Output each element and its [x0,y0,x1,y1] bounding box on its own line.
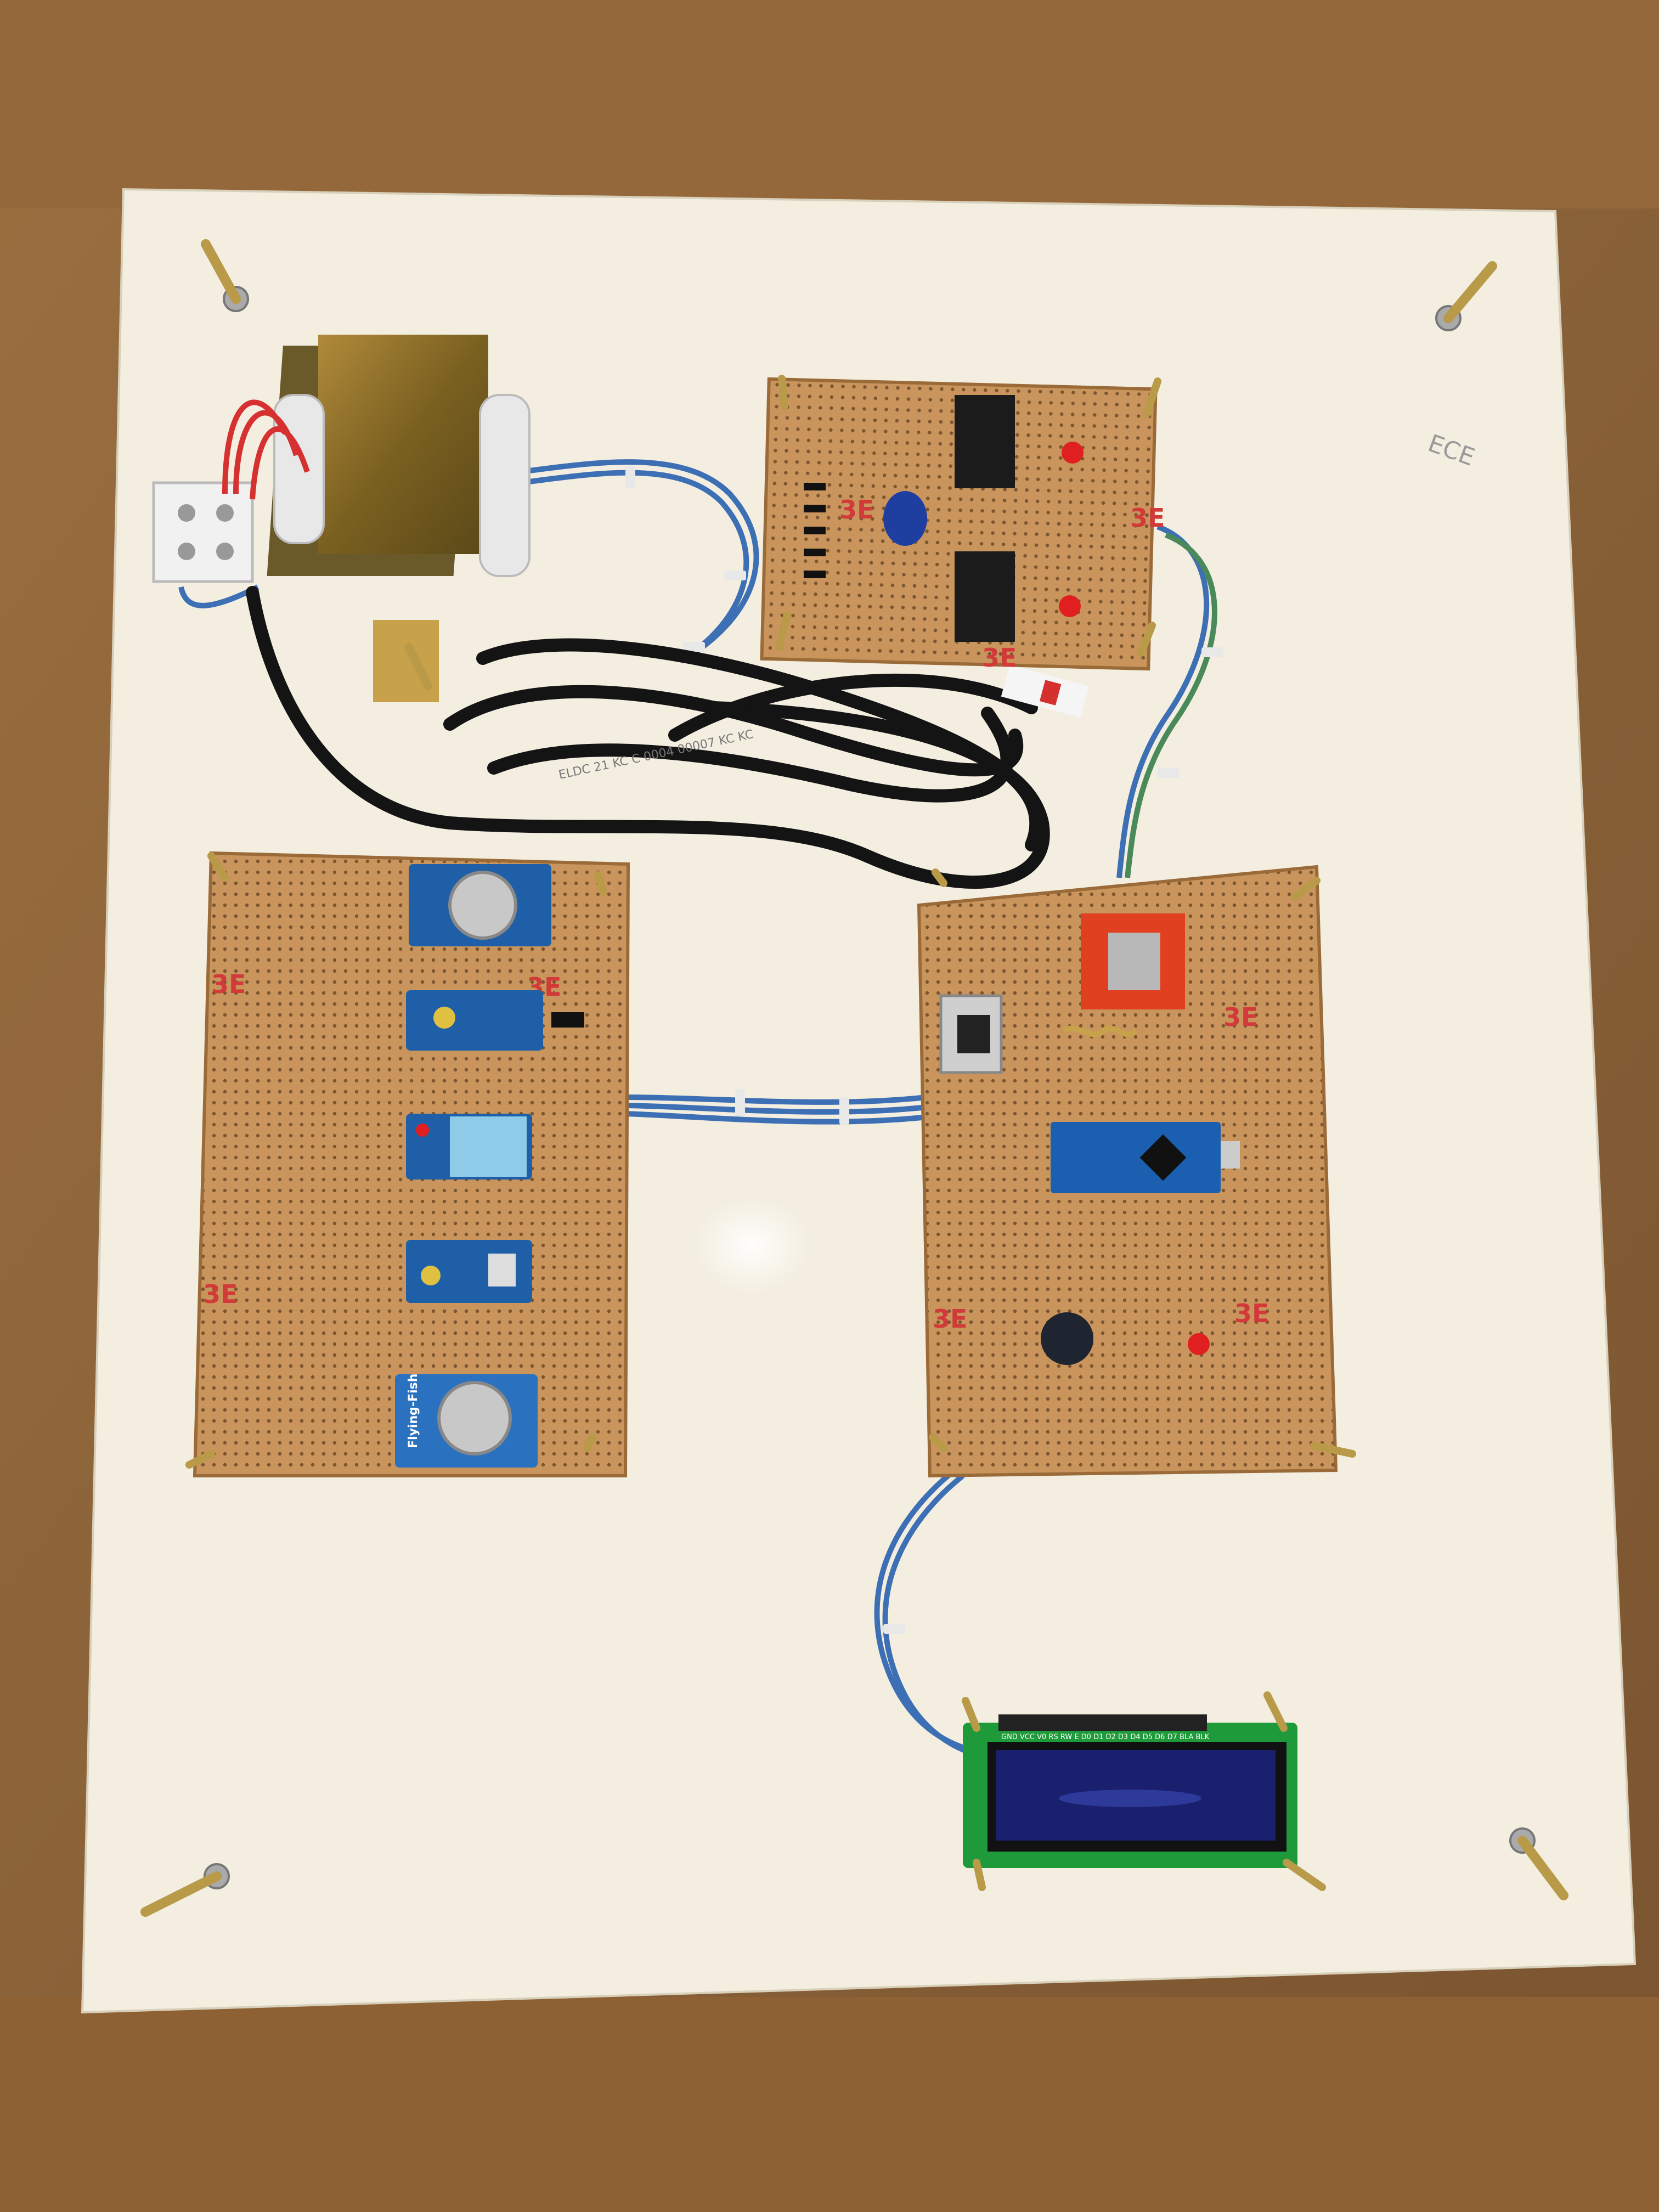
sensor-standoffs [185,852,607,1469]
pcb-marking-psu-2: 3E [1130,503,1165,533]
power-supply-board: 3E 3E 3E [760,375,1165,673]
led-indicator-ctrl [1188,1333,1210,1355]
diodes [804,483,826,578]
cardboard-flap-top [0,0,1659,208]
transformer [267,335,531,702]
voltage-regulator-1 [955,395,1015,488]
ir-sensor-module [406,1240,532,1303]
gas-sensor-module-bottom: Flying-Fish [395,1374,538,1468]
pcb-marking-sensor-1: 3E [211,969,246,999]
corner-screw-bottom-right [1509,1827,1568,1900]
sensor-board: 3E 3E 3E Flying-Fish [185,851,630,1477]
transformer-leads [178,399,310,608]
controller-standoffs [929,868,1356,1458]
buzzer [1041,1312,1093,1365]
pcb-marking-ctrl-2: 3E [933,1304,967,1334]
terminal-block [152,481,254,583]
controller-board: 3E 3E 3E [917,865,1356,1478]
power-cord [246,586,1050,889]
cable-ties [625,466,1223,1634]
regulator-heatsink [939,994,1003,1074]
cardboard-flap-bottom [0,1997,1659,2212]
wire-harness [521,459,1217,1758]
capacitor [883,491,927,546]
led-indicator-psu-1 [1062,442,1084,464]
pcb-marking-psu-1: 3E [839,495,874,524]
pcb-marking-sensor-3: 3E [203,1279,238,1309]
psu-standoffs [775,375,1161,657]
gsm-module [1062,913,1185,1037]
microcontroller-nano [1051,1122,1240,1193]
lcd-display: GND VCC V0 RS RW E D0 D1 D2 D3 D4 D5 D6 … [962,1691,1326,1891]
dht-sensor-module [406,1114,532,1180]
corner-screw-top-left [201,239,249,312]
lcd-pin-header: GND VCC V0 RS RW E D0 D1 D2 D3 D4 D5 D6 … [1001,1733,1210,1741]
pcb-marking-ctrl-3: 3E [1234,1299,1269,1328]
sensor-module-marking: Flying-Fish [407,1374,420,1448]
cord-label [1001,664,1090,718]
led-indicator-psu-2 [1059,595,1081,617]
board-glare [691,1196,812,1295]
corner-screw-bottom-left [140,1863,230,1917]
corner-screw-top-right [1435,261,1497,331]
gas-sensor-module-top [409,864,551,946]
voltage-regulator-2 [955,551,1015,642]
pcb-marking-ctrl-1: 3E [1223,1002,1258,1032]
pcb-marking-psu-3: 3E [982,643,1017,673]
flame-sensor-module [406,990,584,1051]
